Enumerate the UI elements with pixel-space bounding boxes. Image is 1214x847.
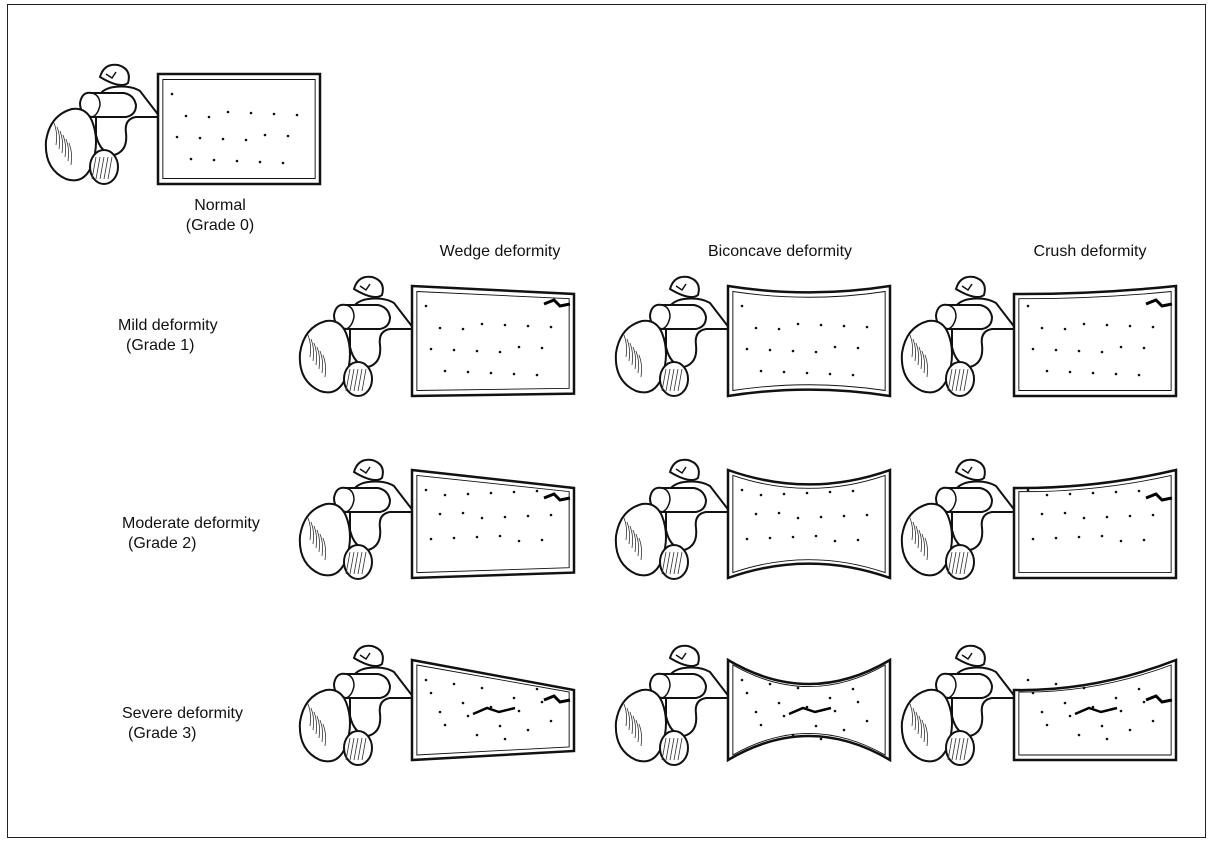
row-label-severe: Severe deformity (Grade 3) [122, 704, 243, 744]
vertebra-biconcave-grade-2 [616, 460, 890, 579]
vertebra-wedge-grade-1 [300, 277, 574, 396]
column-header-crush: Crush deformity [1000, 242, 1180, 262]
row-label-text: Mild deformity [118, 316, 218, 336]
vertebra-wedge-grade-3 [300, 646, 574, 765]
row-grade-text: (Grade 3) [122, 724, 243, 744]
row-label-text: Severe deformity [122, 704, 243, 724]
vertebra-biconcave-grade-3 [616, 646, 890, 765]
row-label-text: Moderate deformity [122, 514, 260, 534]
vertebra-crush-grade-3 [902, 646, 1176, 765]
row-label-moderate: Moderate deformity (Grade 2) [122, 514, 260, 554]
column-header-wedge: Wedge deformity [400, 242, 600, 262]
vertebra-crush-grade-1 [902, 277, 1176, 396]
row-label-mild: Mild deformity (Grade 1) [118, 316, 218, 356]
row-grade-text: (Grade 1) [118, 336, 218, 356]
normal-grade: (Grade 0) [170, 216, 270, 236]
row-grade-text: (Grade 2) [122, 534, 260, 554]
normal-label: Normal [170, 196, 270, 216]
vertebra-wedge-grade-2 [300, 460, 574, 579]
vertebra-biconcave-grade-1 [616, 277, 890, 396]
vertebra-normal [46, 65, 320, 184]
column-header-biconcave: Biconcave deformity [665, 242, 895, 262]
vertebra-crush-grade-2 [902, 460, 1176, 579]
normal-label-block: Normal (Grade 0) [170, 196, 270, 236]
